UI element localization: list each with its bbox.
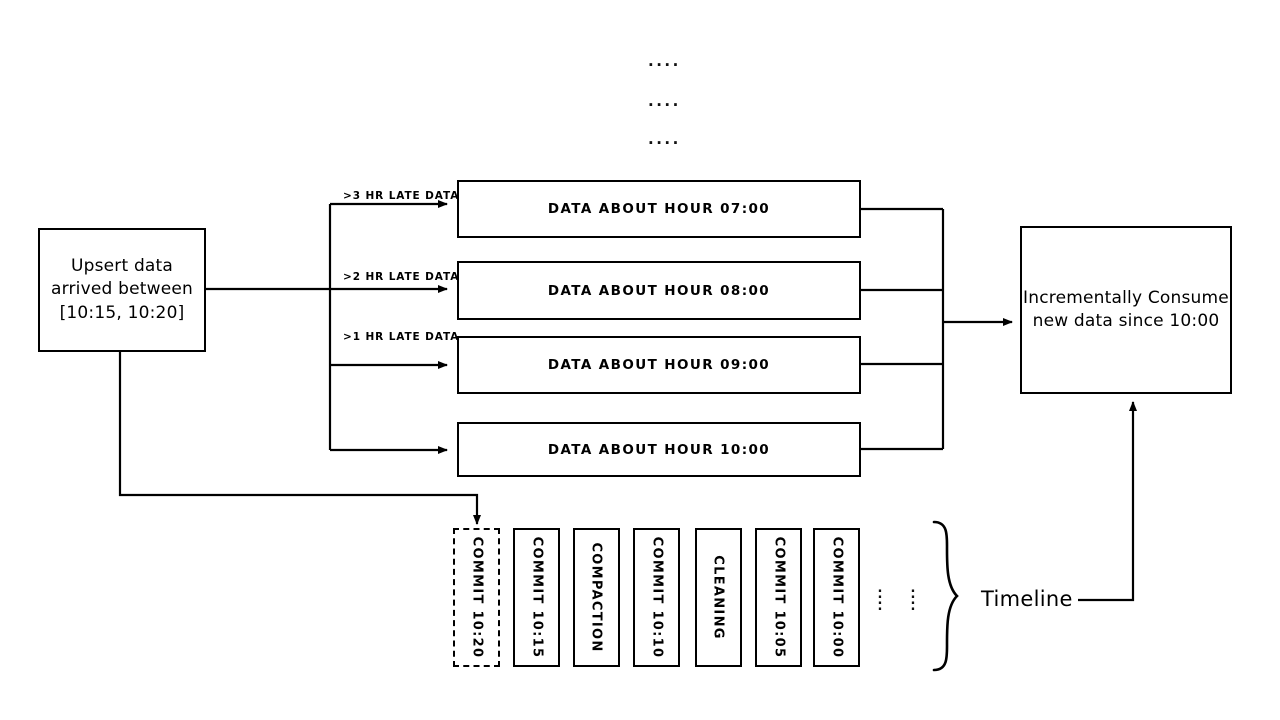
timeline-instant-commit-1015-label: COMMIT 10:15 xyxy=(529,536,544,659)
edge-source-to-commit-1020 xyxy=(118,352,481,525)
incremental-consume-label: Incrementally Consume new data since 10:… xyxy=(1023,287,1229,331)
timeline-instant-commit-1005-label: COMMIT 10:05 xyxy=(771,536,786,659)
timeline-instant-commit-1000-label: COMMIT 10:00 xyxy=(829,536,844,659)
timeline-ellipsis-col-1: .... xyxy=(877,581,883,614)
timeline-bracket-label: Timeline xyxy=(981,587,1073,611)
hour-box-0900[interactable]: DATA ABOUT HOUR 09:00 xyxy=(457,336,861,394)
hour-box-1000-label: DATA ABOUT HOUR 10:00 xyxy=(547,441,771,458)
timeline-instant-compaction[interactable]: COMPACTION xyxy=(573,528,620,667)
timeline-instant-commit-1010[interactable]: COMMIT 10:10 xyxy=(633,528,680,667)
timeline-instant-commit-1020[interactable]: COMMIT 10:20 xyxy=(453,528,500,667)
ellipsis-row-2: .... xyxy=(648,92,681,110)
edge-timeline-to-sink xyxy=(1078,401,1137,602)
hour-box-0700-label: DATA ABOUT HOUR 07:00 xyxy=(547,201,771,217)
timeline-instant-commit-1015[interactable]: COMMIT 10:15 xyxy=(513,528,560,667)
hour-box-0900-label: DATA ABOUT HOUR 09:00 xyxy=(547,357,771,373)
timeline-instant-cleaning-label: CLEANING xyxy=(711,555,726,640)
edge-label-3hr-late: >3 HR LATE DATA xyxy=(343,190,460,202)
upsert-source-box[interactable]: Upsert data arrived between [10:15, 10:2… xyxy=(38,228,206,352)
timeline-instant-commit-1000[interactable]: COMMIT 10:00 xyxy=(813,528,860,667)
hour-box-0800-label: DATA ABOUT HOUR 08:00 xyxy=(547,282,771,299)
upsert-source-label: Upsert data arrived between [10:15, 10:2… xyxy=(50,255,194,323)
hour-box-0700[interactable]: DATA ABOUT HOUR 07:00 xyxy=(457,180,861,238)
ellipsis-row-1: .... xyxy=(648,52,681,70)
incremental-consume-box[interactable]: Incrementally Consume new data since 10:… xyxy=(1020,226,1232,394)
timeline-instant-commit-1010-label: COMMIT 10:10 xyxy=(649,536,664,659)
ellipsis-row-3: .... xyxy=(648,130,681,148)
timeline-instant-compaction-label: COMPACTION xyxy=(589,542,605,653)
timeline-brace xyxy=(932,520,959,672)
hour-box-0800[interactable]: DATA ABOUT HOUR 08:00 xyxy=(457,261,861,320)
timeline-instant-commit-1005[interactable]: COMMIT 10:05 xyxy=(755,528,802,667)
hour-box-1000[interactable]: DATA ABOUT HOUR 10:00 xyxy=(457,422,861,477)
edge-label-1hr-late: >1 HR LATE DATA xyxy=(343,331,460,343)
timeline-instant-cleaning[interactable]: CLEANING xyxy=(695,528,742,667)
timeline-ellipsis-col-2: .... xyxy=(910,581,916,614)
edge-label-2hr-late: >2 HR LATE DATA xyxy=(343,271,460,283)
timeline-instant-commit-1020-label: COMMIT 10:20 xyxy=(469,536,484,659)
